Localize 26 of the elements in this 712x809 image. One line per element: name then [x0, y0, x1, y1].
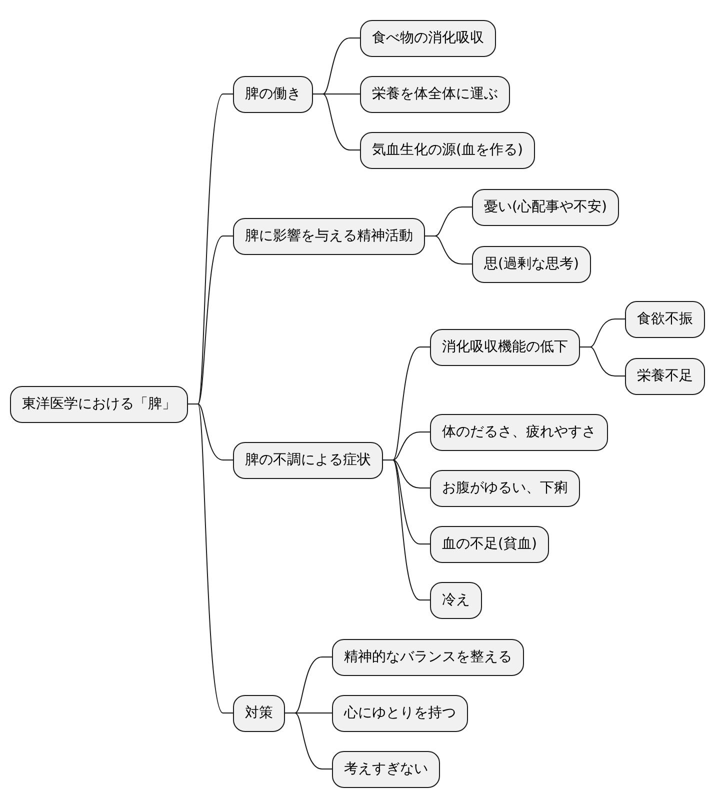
connector-line [312, 94, 360, 150]
topic-node: 消化吸収機能の低下 [430, 328, 580, 366]
topic-node: 栄養不足 [625, 358, 705, 394]
connector-line [188, 404, 234, 714]
topic-node: 血の不足(貧血) [430, 526, 549, 562]
topic-node: 思(過剰な思考) [472, 246, 591, 282]
topic-node: 栄養を体全体に運ぶ [360, 76, 510, 112]
topic-node: お腹がゆるい、下痢 [430, 470, 580, 506]
connector-line [580, 346, 626, 376]
topic-node: 食欲不振 [625, 300, 705, 338]
topic-node: 脾に影響を与える精神活動 [233, 218, 425, 254]
connector-line [382, 460, 430, 600]
topic-node: 心にゆとりを持つ [332, 694, 468, 732]
topic-node: 気血生化の源(血を作る) [360, 132, 535, 168]
topic-node: 食べ物の消化吸収 [360, 20, 496, 56]
topic-node: 脾の働き [233, 76, 313, 112]
topic-node: 冷え [430, 582, 482, 618]
root-topic: 東洋医学における「脾」 [10, 386, 188, 422]
topic-node: 精神的なバランスを整える [332, 638, 524, 676]
connector-line [284, 712, 332, 770]
topic-node: 考えすぎない [332, 750, 440, 788]
topic-node: 脾の不調による症状 [233, 442, 383, 478]
topic-node: 憂い(心配事や不安) [472, 188, 619, 226]
topic-node: 対策 [233, 694, 285, 732]
connector-line [424, 236, 472, 264]
topic-node: 体のだるさ、疲れやすさ [430, 414, 608, 450]
